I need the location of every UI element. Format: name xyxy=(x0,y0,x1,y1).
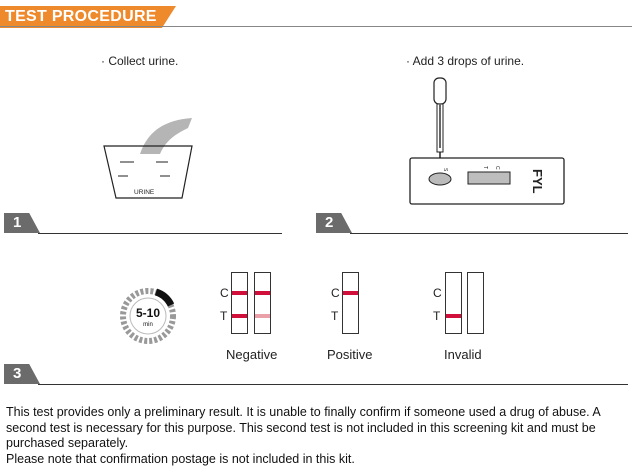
svg-text:T: T xyxy=(482,166,488,169)
control-line xyxy=(343,291,358,295)
invalid-t-label: T xyxy=(433,309,441,323)
test-cassette-illustration: S T C FYL xyxy=(409,77,565,205)
step-1-instruction: · Collect urine. xyxy=(101,54,179,68)
cup-outline xyxy=(103,145,193,199)
section-banner: TEST PROCEDURE xyxy=(0,6,176,28)
test-line xyxy=(232,314,247,318)
step-1-rule xyxy=(38,233,282,234)
control-line xyxy=(232,291,247,295)
invalid-c-label: C xyxy=(433,286,442,300)
negative-strip-1 xyxy=(231,272,248,334)
invalid-strip-2 xyxy=(467,272,484,334)
step-2-rule xyxy=(350,233,628,234)
test-line xyxy=(446,314,461,318)
step-2-badge: 2 xyxy=(316,213,352,233)
faint-test-line xyxy=(255,314,270,318)
disclaimer-paragraph-1: This test provides only a preliminary re… xyxy=(6,405,601,450)
negative-label: Negative xyxy=(226,347,278,362)
header-divider xyxy=(0,26,632,27)
cup-label: URINE xyxy=(134,189,155,196)
invalid-strip-1 xyxy=(445,272,462,334)
positive-c-label: C xyxy=(331,286,340,300)
step-3-rule xyxy=(38,384,628,385)
negative-c-label: C xyxy=(220,286,229,300)
step-2-instruction: · Add 3 drops of urine. xyxy=(406,54,525,68)
disclaimer-text: This test provides only a preliminary re… xyxy=(6,405,628,467)
timer-unit: min xyxy=(143,322,153,328)
control-line xyxy=(255,291,270,295)
step-1-badge: 1 xyxy=(4,213,40,233)
urine-cup-illustration: URINE xyxy=(103,118,193,199)
svg-text:C: C xyxy=(494,166,500,170)
timer-icon: 5-10 min xyxy=(120,288,176,344)
disclaimer-paragraph-2: Please note that confirmation postage is… xyxy=(6,451,355,466)
svg-text:S: S xyxy=(442,168,448,172)
dropper-bulb-icon xyxy=(433,77,447,105)
timer-value: 5-10 xyxy=(136,306,160,320)
positive-strip xyxy=(342,272,359,334)
section-title: TEST PROCEDURE xyxy=(5,8,157,25)
sample-well xyxy=(428,172,452,186)
negative-strip-2 xyxy=(254,272,271,334)
positive-label: Positive xyxy=(327,347,373,362)
positive-t-label: T xyxy=(331,309,339,323)
result-window xyxy=(467,171,511,185)
urine-pour-icon xyxy=(140,118,192,154)
brand-mark: FYL xyxy=(530,169,545,194)
negative-t-label: T xyxy=(220,309,228,323)
step-3-badge: 3 xyxy=(4,364,40,384)
invalid-label: Invalid xyxy=(444,347,482,362)
